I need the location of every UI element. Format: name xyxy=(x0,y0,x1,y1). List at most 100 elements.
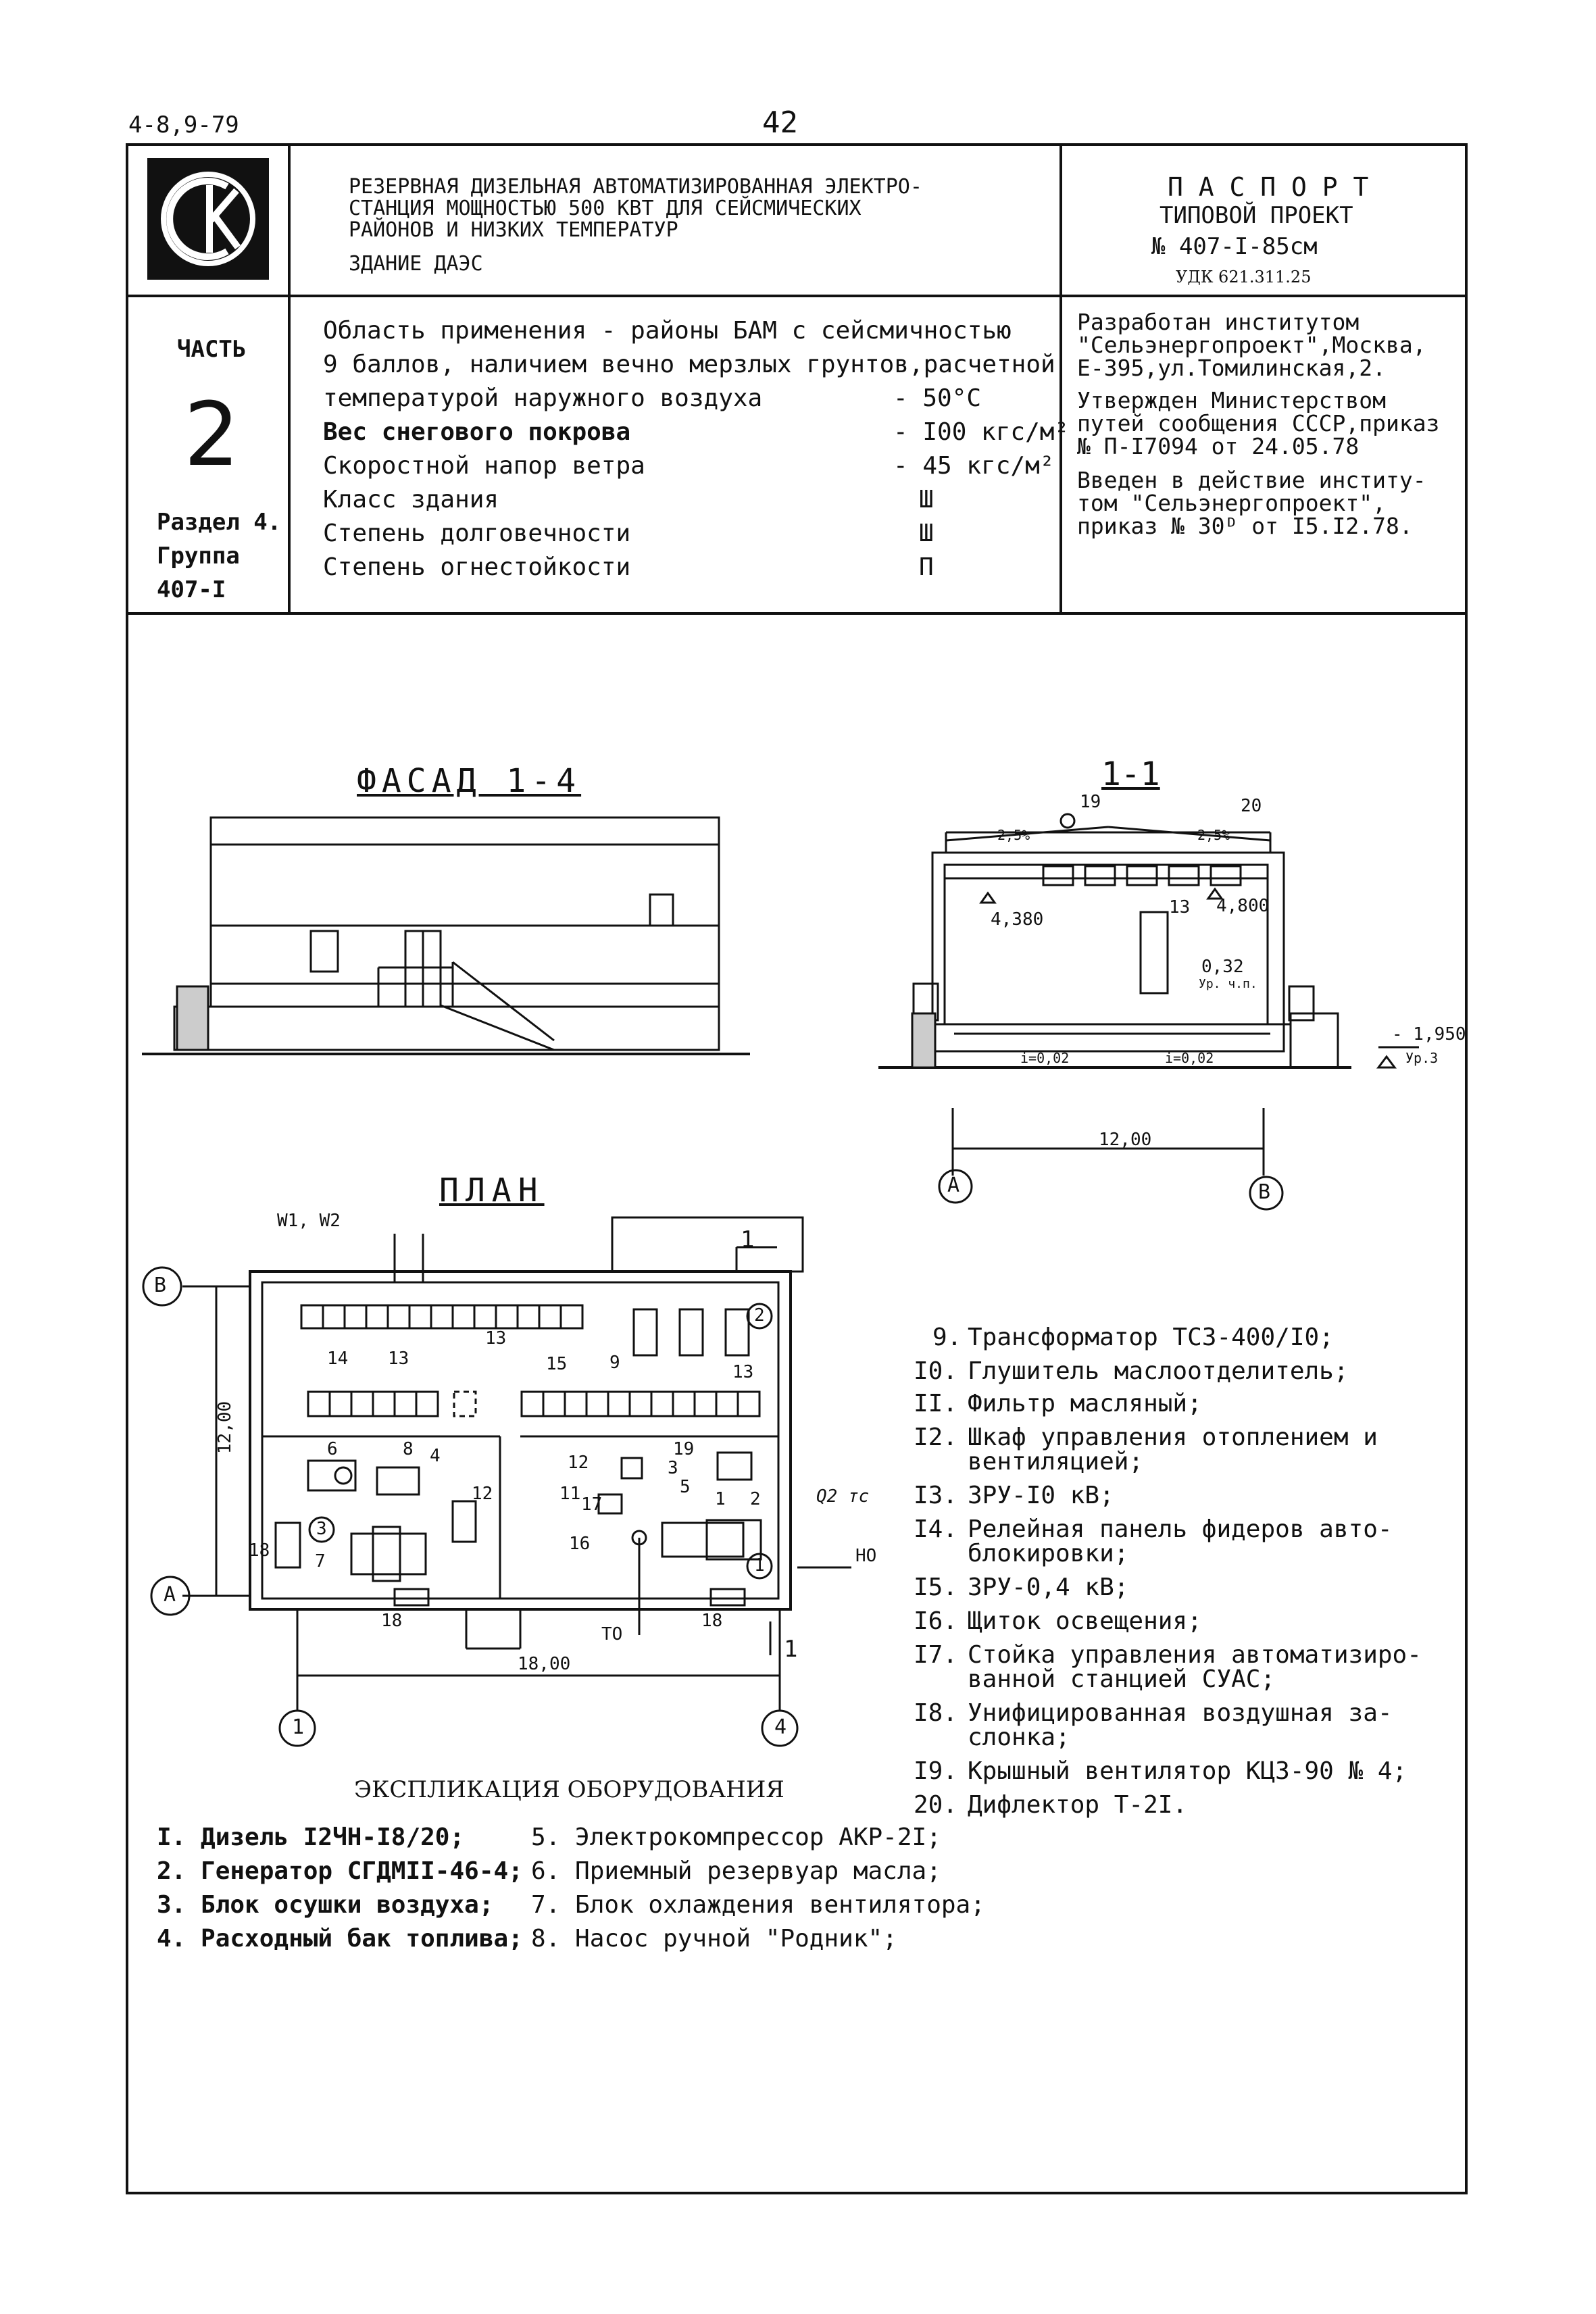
header-vdivider-2 xyxy=(1059,143,1062,613)
plan-n18c: 18 xyxy=(701,1611,723,1631)
section-title: 1-1 xyxy=(1101,755,1160,793)
plan-axis-4: 4 xyxy=(774,1715,787,1739)
plan-n4: 4 xyxy=(430,1446,441,1466)
param-value-2: - 45 кгс/м² xyxy=(893,452,1055,480)
eq-20-text: Дифлектор Т-2I. xyxy=(968,1791,1188,1819)
dev-line-2: Е-395,ул.Томилинская,2. xyxy=(1077,355,1386,381)
eq-17-text-1: Стойка управления автоматизиро- xyxy=(968,1641,1422,1669)
dev-line-7: том "Сельэнергопроект", xyxy=(1077,490,1386,516)
part-number: 2 xyxy=(184,383,240,486)
dev-line-6: Введен в действие институ- xyxy=(1077,467,1426,493)
params-intro-2: 9 баллов, наличием вечно мерзлых грунтов… xyxy=(323,351,1055,378)
plan-n3: 3 xyxy=(668,1458,678,1478)
dev-line-0: Разработан институтом xyxy=(1077,309,1360,335)
eq-11-num: II. xyxy=(914,1390,958,1417)
sec-label-19: 19 xyxy=(1080,792,1101,812)
eq-17-text-2: ванной станцией СУАС; xyxy=(968,1665,1276,1693)
plan-n6: 6 xyxy=(327,1439,338,1459)
plan-width-dim: 12,00 xyxy=(215,1401,236,1455)
group-number: 407-I xyxy=(157,576,226,603)
sec-elev-3-sub: Ур. ч.п. xyxy=(1199,977,1257,991)
plan-axis-1: 1 xyxy=(292,1715,305,1739)
param-label-2: Скоростной напор ветра xyxy=(323,452,645,480)
sec-axis-a: А xyxy=(947,1174,960,1197)
page-number: 42 xyxy=(762,105,798,140)
group-label: Группа xyxy=(157,543,240,570)
expl-col1-1: 2. Генератор СГДМII-46-4; xyxy=(157,1857,523,1885)
expl-col2-0: 5. Электрокомпрессор АКР-2I; xyxy=(531,1823,941,1851)
plan-n5: 5 xyxy=(680,1477,691,1497)
plan-drawing xyxy=(142,1216,851,1747)
sec-elev-4-sub: Ур.З xyxy=(1405,1050,1439,1066)
eq-18-num: I8. xyxy=(914,1699,958,1727)
facade-title: ФАСАД 1-4 xyxy=(357,762,582,800)
eq-13-num: I3. xyxy=(914,1482,958,1509)
param-value-1: - I00 кгс/м² xyxy=(893,418,1070,446)
logo-sk xyxy=(147,158,269,280)
part-label: ЧАСТЬ xyxy=(177,336,247,363)
eq-10-num: I0. xyxy=(914,1357,958,1385)
sec-label-13: 13 xyxy=(1169,897,1191,917)
plan-n13b: 13 xyxy=(388,1349,409,1369)
sec-span: 12,00 xyxy=(1099,1130,1152,1150)
eq-11-text: Фильтр масляный; xyxy=(968,1390,1202,1417)
dev-line-1: "Сельэнергопроект",Москва, xyxy=(1077,332,1426,358)
param-label-5: Степень огнестойкости xyxy=(323,553,631,581)
eq-18-text-1: Унифицированная воздушная за- xyxy=(968,1699,1393,1727)
explication-title: ЭКСПЛИКАЦИЯ ОБОРУДОВАНИЯ xyxy=(354,1776,784,1803)
eq-16-num: I6. xyxy=(914,1607,958,1635)
plan-n17: 17 xyxy=(581,1494,603,1515)
eq-10-text: Глушитель маслоотделитель; xyxy=(968,1357,1349,1385)
sec-slope-left: 2,5% xyxy=(997,827,1030,843)
sheet-frame xyxy=(126,143,1468,2194)
dev-line-3: Утвержден Министерством xyxy=(1077,387,1386,413)
plan-n12b: 12 xyxy=(472,1484,493,1504)
expl-col2-3: 8. Насос ручной "Родник"; xyxy=(531,1925,897,1953)
eq-16-text: Щиток освещения; xyxy=(968,1607,1202,1635)
plan-title: ПЛАН xyxy=(439,1172,545,1209)
facade-drawing xyxy=(142,816,750,1055)
eq-9-text: Трансформатор ТСЗ-400/I0; xyxy=(968,1324,1334,1351)
dev-line-8: приказ № 30ᴰ от I5.I2.78. xyxy=(1077,513,1413,539)
page-code: 4-8,9-79 xyxy=(128,111,239,139)
plan-n7: 7 xyxy=(315,1551,326,1571)
eq-19-text: Крышный вентилятор КЦЗ-90 № 4; xyxy=(968,1757,1407,1785)
sec-slope-b: i=0,02 xyxy=(1165,1050,1214,1066)
plan-w: W1, W2 xyxy=(277,1211,341,1231)
plan-circle-1: 1 xyxy=(754,1555,765,1576)
plan-n11: 11 xyxy=(559,1484,581,1504)
project-number: № 407-I-85см xyxy=(1151,233,1318,260)
title-line-2: СТАНЦИЯ МОЩНОСТЬЮ 500 КВТ ДЛЯ СЕЙСМИЧЕСК… xyxy=(349,197,862,220)
passport-label: П А С П О Р Т xyxy=(1168,172,1369,202)
sec-axis-b: В xyxy=(1258,1180,1271,1204)
sec-elev-1: 4,380 xyxy=(991,909,1044,930)
eq-12-text-1: Шкаф управления отоплением и xyxy=(968,1424,1378,1451)
title-line-3: РАЙОНОВ И НИЗКИХ ТЕМПЕРАТУР xyxy=(349,218,678,242)
plan-n12: 12 xyxy=(568,1453,589,1473)
plan-to: ТО xyxy=(601,1624,623,1644)
eq-14-num: I4. xyxy=(914,1515,958,1543)
section-label: Раздел 4. xyxy=(157,509,282,536)
param-label-3: Класс здания xyxy=(323,486,499,513)
eq-14-text-1: Релейная панель фидеров авто- xyxy=(968,1515,1393,1543)
udk-code: УДК 621.311.25 xyxy=(1176,268,1312,286)
sec-elev-4: - 1,950 xyxy=(1392,1024,1466,1045)
plan-n1: 1 xyxy=(715,1489,726,1509)
dev-line-4: путей сообщения СССР,приказ xyxy=(1077,410,1440,436)
plan-n15: 15 xyxy=(546,1354,568,1374)
plan-n18a: 18 xyxy=(249,1540,270,1561)
plan-cut-bottom: 1 xyxy=(784,1636,798,1663)
plan-q: Q2 тс xyxy=(816,1486,870,1507)
header-divider-2 xyxy=(126,612,1468,615)
eq-19-num: I9. xyxy=(914,1757,958,1785)
param-value-4: Ш xyxy=(919,520,934,547)
section-drawing xyxy=(878,813,1419,1211)
expl-col2-2: 7. Блок охлаждения вентилятора; xyxy=(531,1891,985,1919)
eq-12-text-2: вентиляцией; xyxy=(968,1448,1144,1476)
param-label-4: Степень долговечности xyxy=(323,520,631,547)
sec-label-20: 20 xyxy=(1241,796,1262,816)
plan-axis-a: А xyxy=(164,1583,176,1607)
plan-n18b: 18 xyxy=(381,1611,403,1631)
expl-col1-2: 3. Блок осушки воздуха; xyxy=(157,1891,494,1919)
